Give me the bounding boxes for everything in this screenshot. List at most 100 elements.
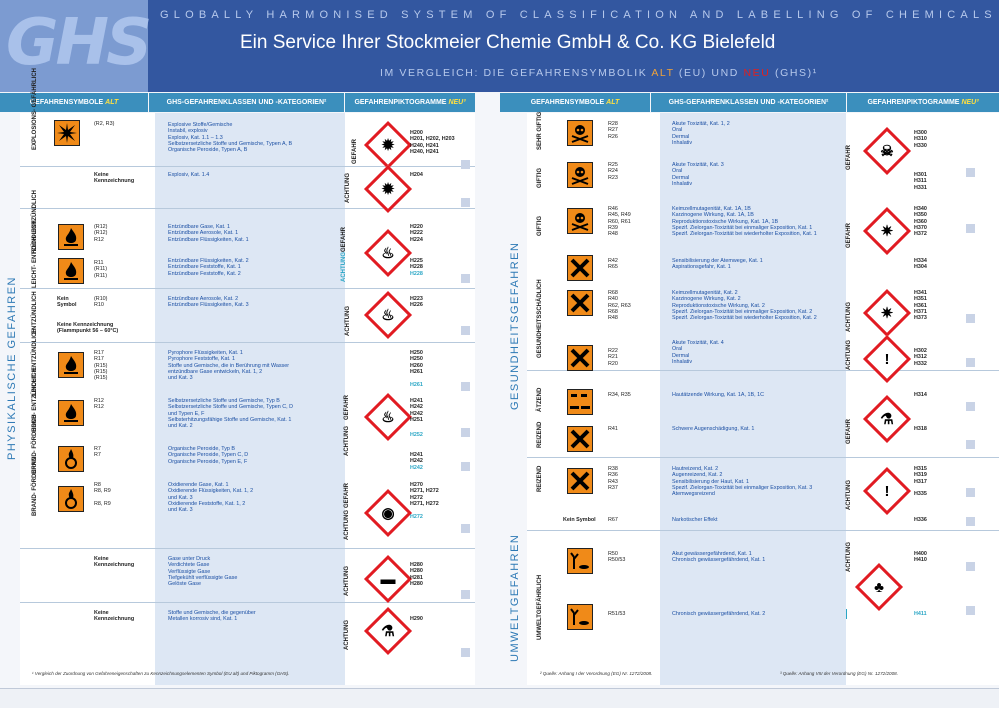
checkbox-square[interactable] [461,382,470,391]
checkbox-square[interactable] [461,648,470,657]
checkbox-square[interactable] [966,562,975,571]
checkbox-square[interactable] [966,488,975,497]
h-statements-new: H272 [410,514,423,520]
h-statements: H315 H319 H317 H335 [914,466,927,498]
signal-word: ACHTUNG [846,542,852,572]
harmful-symbol-old [567,345,593,371]
environment-icon: ♣ [874,578,884,596]
hazard-classes: Keimzellmutagenität, Kat. 1A, 1B Karzino… [672,206,817,238]
checkbox-square[interactable] [461,160,470,169]
h-statements: H334 H304 [914,258,927,271]
exclamation-icon: ! [884,350,890,368]
flammable-symbol-old [58,224,84,250]
footnote-3: ³ Quelle: Anhang VIII der Verordnung (EG… [780,671,898,676]
h-statements: H400 H410 [914,551,927,564]
h-statements-new: H261 [410,382,423,388]
sidebar-health-hazards: GESUNDHEITSGEFAHREN [509,241,521,410]
col-label-neu: NEU³ [961,99,979,106]
r-phrases: R51/53 [608,611,626,617]
r-phrases: R8 R8, R9 R8, R9 [94,482,111,507]
h-statements-new: H411 [914,611,927,617]
col-label: GEFAHRENPIKTOGRAMME [867,99,962,106]
h-statements: H220 H222 H224 [410,224,423,243]
skull-icon [571,213,589,231]
hazard-classes: Hautreizend, Kat. 2 Augenreizend, Kat. 2… [672,466,813,498]
h-statements: H270 H271, H272 H272 H271, H272 [410,482,439,507]
cross-icon [570,429,590,449]
hazard-classes: Sensibilisierung der Atemwege, Kat. 1 As… [672,258,763,271]
checkbox-square[interactable] [461,274,470,283]
h-statements: H241 H242 H242 H251 [410,398,423,423]
checkbox-square[interactable] [966,224,975,233]
h-statements: H336 [914,517,927,523]
h-statements: H223 H226 [410,296,423,309]
label-highly-flammable: LEICHT- ENTZÜNDLICH [32,220,38,288]
checkbox-square[interactable] [461,198,470,207]
checkbox-square[interactable] [966,402,975,411]
h-statements: H250 H250 H260 H261 [410,350,423,375]
r-phrases: (R12) (R12) R12 [94,224,108,243]
cross-icon [570,258,590,278]
oxidizing-symbol-old [58,446,84,472]
signal-word: GEFAHR [344,482,350,508]
harmful-symbol-old [567,255,593,281]
hazard-classes: Akute Toxizität, Kat. 4 Oral Dermal Inha… [672,340,724,365]
hazard-classes: Organische Peroxide, Typ B Organische Pe… [168,446,249,465]
checkbox-square[interactable] [966,168,975,177]
checkbox-square[interactable] [966,440,975,449]
checkbox-square[interactable] [461,590,470,599]
label-irritant: REIZEND [537,421,543,448]
col-label: GEFAHRENPIKTOGRAMME [354,99,449,106]
signal-word: GEFAHR [846,418,852,444]
footnote-2: ² Quelle: Anhang I der Verordnung (EG) N… [540,671,653,676]
col-label: GEFAHRENSYMBOLE [29,99,106,106]
subtitle-alt: ALT [651,67,675,79]
signal-word: GEFAHR [846,222,852,248]
hazard-classes: Chronisch gewässergefährdend, Kat. 2 [672,611,766,617]
checkbox-square[interactable] [461,524,470,533]
checkbox-square[interactable] [461,428,470,437]
hazard-classes: Oxidierende Gase, Kat. 1 Oxidierende Flü… [168,482,254,514]
row-separator [20,166,475,167]
h-statements: H300 H310 H330 [914,130,927,149]
hazard-classes: Akut gewässergefährdend, Kat. 1 Chronisc… [672,551,766,564]
checkbox-square[interactable] [966,606,975,615]
health-hazard-icon: ✷ [880,223,894,240]
r-phrases: R11 (R11) (R11) [94,260,108,279]
no-label-note: Keine Kennzeichnung [94,172,135,185]
checkbox-square[interactable] [461,462,470,471]
cross-icon [570,348,590,368]
ghs-logo: GHS [6,6,152,80]
signal-word: ACHTUNG [846,480,852,510]
checkbox-square[interactable] [966,358,975,367]
r-phrases: R17 R17 (R15) (R15) (R15) [94,350,108,382]
checkbox-square[interactable] [966,314,975,323]
cross-icon [570,293,590,313]
label-toxic: GIFTIG [537,216,543,236]
skull-icon [571,167,589,185]
no-symbol-note: Kein Symbol [57,296,77,309]
explosion-icon [57,123,77,143]
dead-tree-fish-icon [570,552,589,569]
flame-icon [64,228,78,246]
subtitle-part: IM VERGLEICH: DIE GEFAHRENSYMBOLIK [380,67,652,79]
col-label-neu: NEU³ [448,99,466,106]
header-title: Ein Service Ihrer Stockmeier Chemie GmbH… [240,32,776,53]
checkbox-square[interactable] [461,326,470,335]
exploding-bomb-icon: ✹ [381,137,395,154]
row-separator [527,457,999,458]
toxic-symbol-old [567,162,593,188]
irritant-symbol-old [567,468,593,494]
hazard-classes: Akute Toxizität, Kat. 3 Oral Dermal Inha… [672,162,724,187]
label-irritant: REIZEND [537,465,543,492]
flammable-symbol-old [58,400,84,426]
col-label: GEFAHRENSYMBOLE [530,99,607,106]
signal-word: ACHTUNG [344,510,350,540]
h-statements: H318 [914,426,927,432]
flammable-symbol-old [58,352,84,378]
hazard-classes: Schwere Augenschädigung, Kat. 1 [672,426,755,432]
column-header-symbols-right: GEFAHRENSYMBOLE ALT [500,93,650,112]
checkbox-square[interactable] [966,517,975,526]
flame-over-circle-icon [65,489,77,509]
flame-icon [64,356,78,374]
